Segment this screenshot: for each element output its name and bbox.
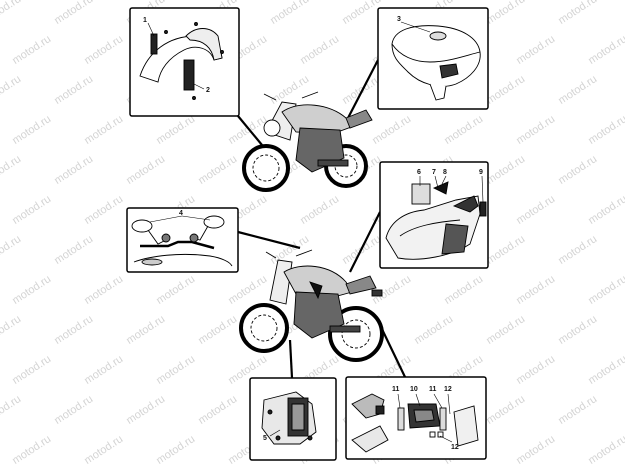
label-tail-12b: 12 xyxy=(451,444,459,451)
tail-parts-drawing xyxy=(351,393,479,453)
connector-front-fender xyxy=(237,115,263,146)
connector-seat xyxy=(349,211,381,273)
label-front-fender-2: 2 xyxy=(206,87,210,94)
label-tail-11b: 11 xyxy=(429,386,437,393)
connector-mirrors xyxy=(237,230,301,250)
motorcycle-top xyxy=(242,91,373,192)
seat-area-drawing xyxy=(385,181,487,260)
connector-fuel-tank xyxy=(347,59,379,119)
connector-side-cover xyxy=(288,339,294,379)
label-tail-10: 10 xyxy=(410,386,418,393)
label-seat-9: 9 xyxy=(479,169,483,176)
label-side-cover-5: 5 xyxy=(263,435,267,442)
panel-seat-area: 6 7 8 9 xyxy=(379,161,489,269)
front-fender-drawing xyxy=(139,22,224,100)
mirrors-drawing xyxy=(131,215,233,267)
label-tail-11a: 11 xyxy=(392,386,400,393)
label-front-fender-1: 1 xyxy=(143,17,147,24)
connector-tail xyxy=(379,324,406,378)
panel-side-cover: 5 xyxy=(249,377,337,461)
panel-mirrors: 4 xyxy=(126,207,239,273)
panel-fuel-tank: 3 xyxy=(377,7,489,110)
label-seat-6: 6 xyxy=(417,169,421,176)
label-fuel-tank-3: 3 xyxy=(397,16,401,23)
side-cover-drawing xyxy=(261,391,317,445)
label-seat-8: 8 xyxy=(443,169,447,176)
fuel-tank-drawing xyxy=(391,25,481,101)
label-mirrors-4: 4 xyxy=(179,210,183,217)
panel-tail-parts: 11 10 11 12 12 xyxy=(345,376,487,460)
motorcycle-bottom xyxy=(239,249,384,362)
panel-front-fender: 1 2 xyxy=(129,7,240,117)
label-tail-12a: 12 xyxy=(444,386,452,393)
connector-lines xyxy=(237,59,406,379)
label-seat-7: 7 xyxy=(432,169,436,176)
